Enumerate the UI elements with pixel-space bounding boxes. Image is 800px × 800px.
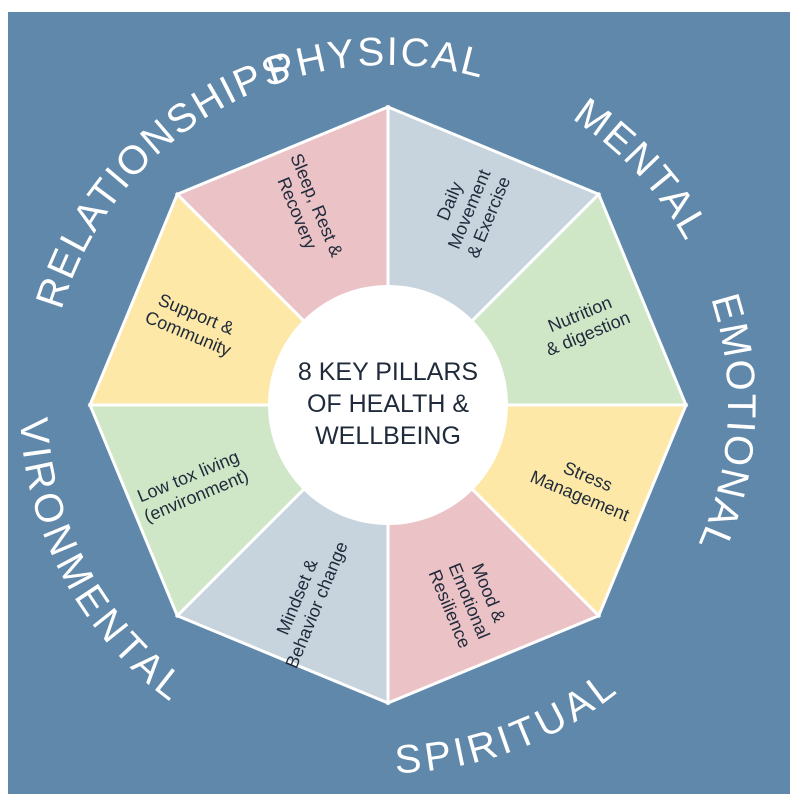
center-title-line-1: 8 KEY PILLARS bbox=[298, 358, 478, 386]
center-title-line-2: OF HEALTH & bbox=[307, 390, 469, 418]
center-title: 8 KEY PILLARS OF HEALTH & WELLBEING bbox=[298, 358, 478, 450]
center-circle bbox=[268, 285, 508, 525]
center-title-line-3: WELLBEING bbox=[315, 422, 461, 450]
